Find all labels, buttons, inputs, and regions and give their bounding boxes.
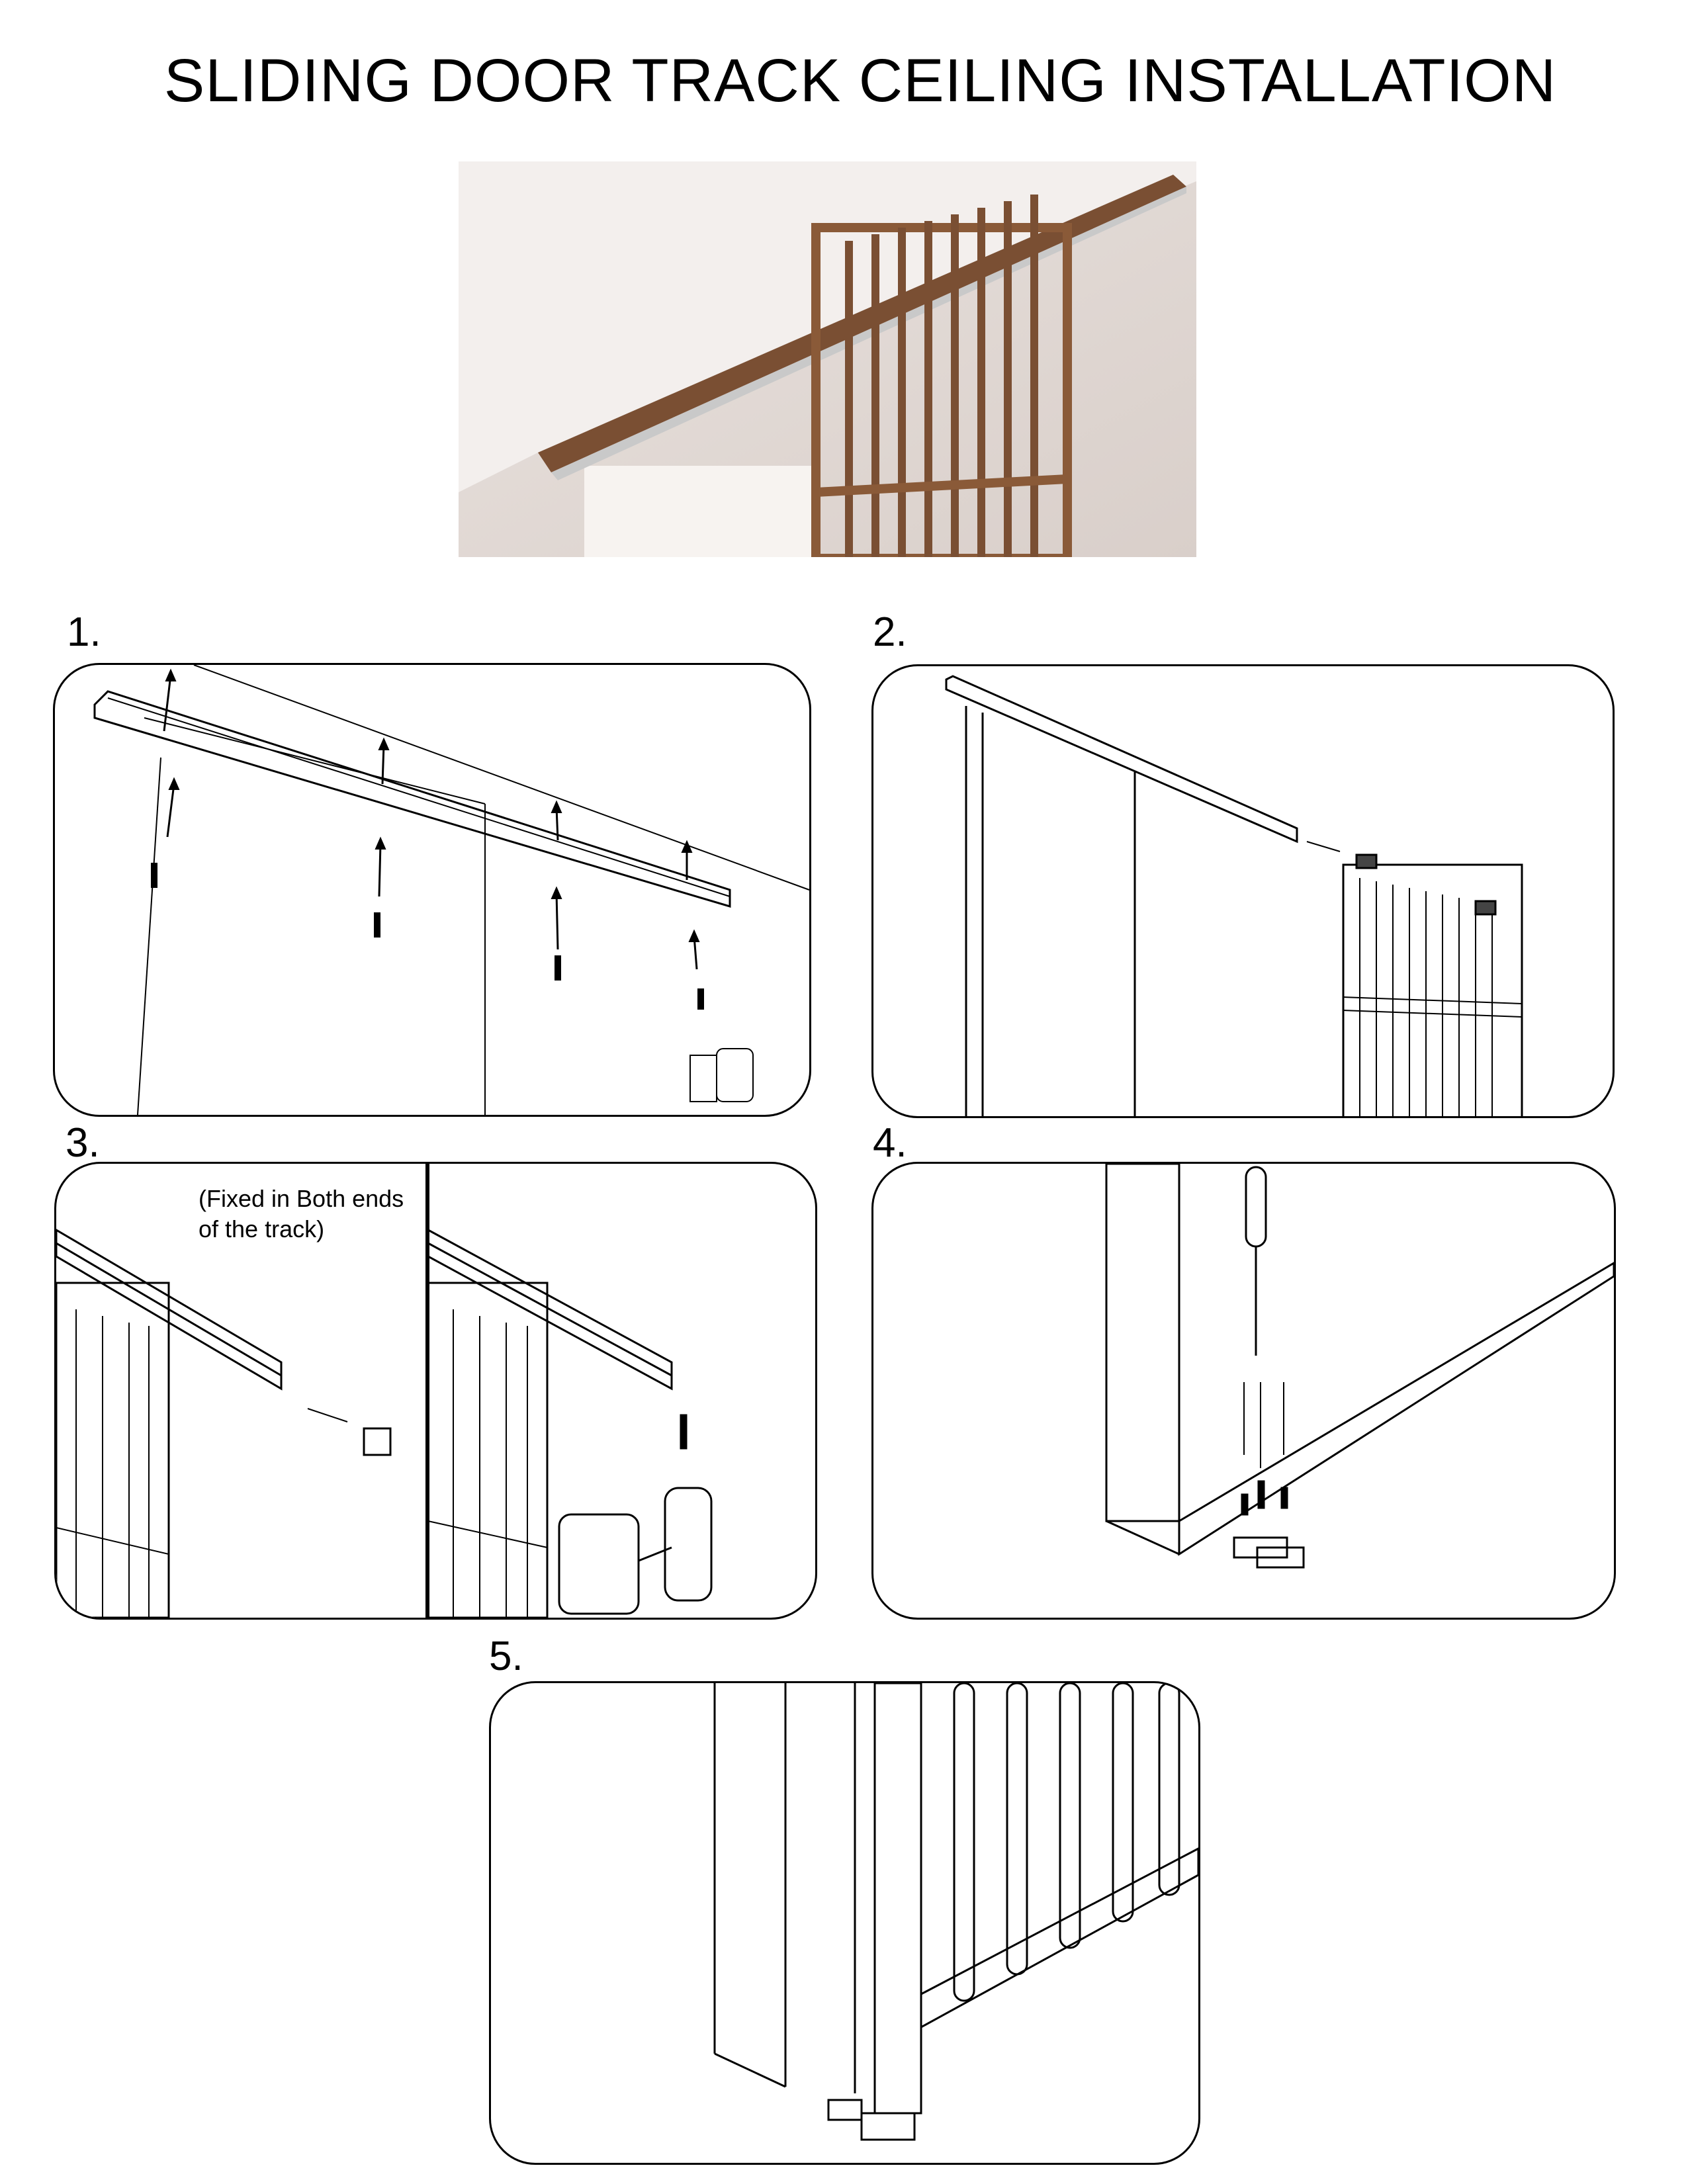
step-3-note-line2: of the track) bbox=[199, 1215, 325, 1243]
step-2-label: 2. bbox=[873, 609, 907, 655]
step-3-note-line1: (Fixed in Both ends bbox=[199, 1185, 404, 1212]
step-3-label: 3. bbox=[66, 1120, 100, 1166]
product-photo bbox=[459, 161, 1196, 557]
step-5-panel bbox=[489, 1681, 1200, 2165]
step-2-panel bbox=[871, 664, 1615, 1118]
step-1-panel bbox=[53, 663, 811, 1117]
step-1-label: 1. bbox=[67, 609, 101, 655]
step-4-panel bbox=[871, 1162, 1616, 1620]
page-title: SLIDING DOOR TRACK CEILING INSTALLATION bbox=[163, 47, 1557, 114]
step-5-label: 5. bbox=[489, 1634, 523, 1679]
step-3-panel: (Fixed in Both ends of the track) bbox=[54, 1162, 817, 1620]
step-4-label: 4. bbox=[873, 1120, 907, 1166]
